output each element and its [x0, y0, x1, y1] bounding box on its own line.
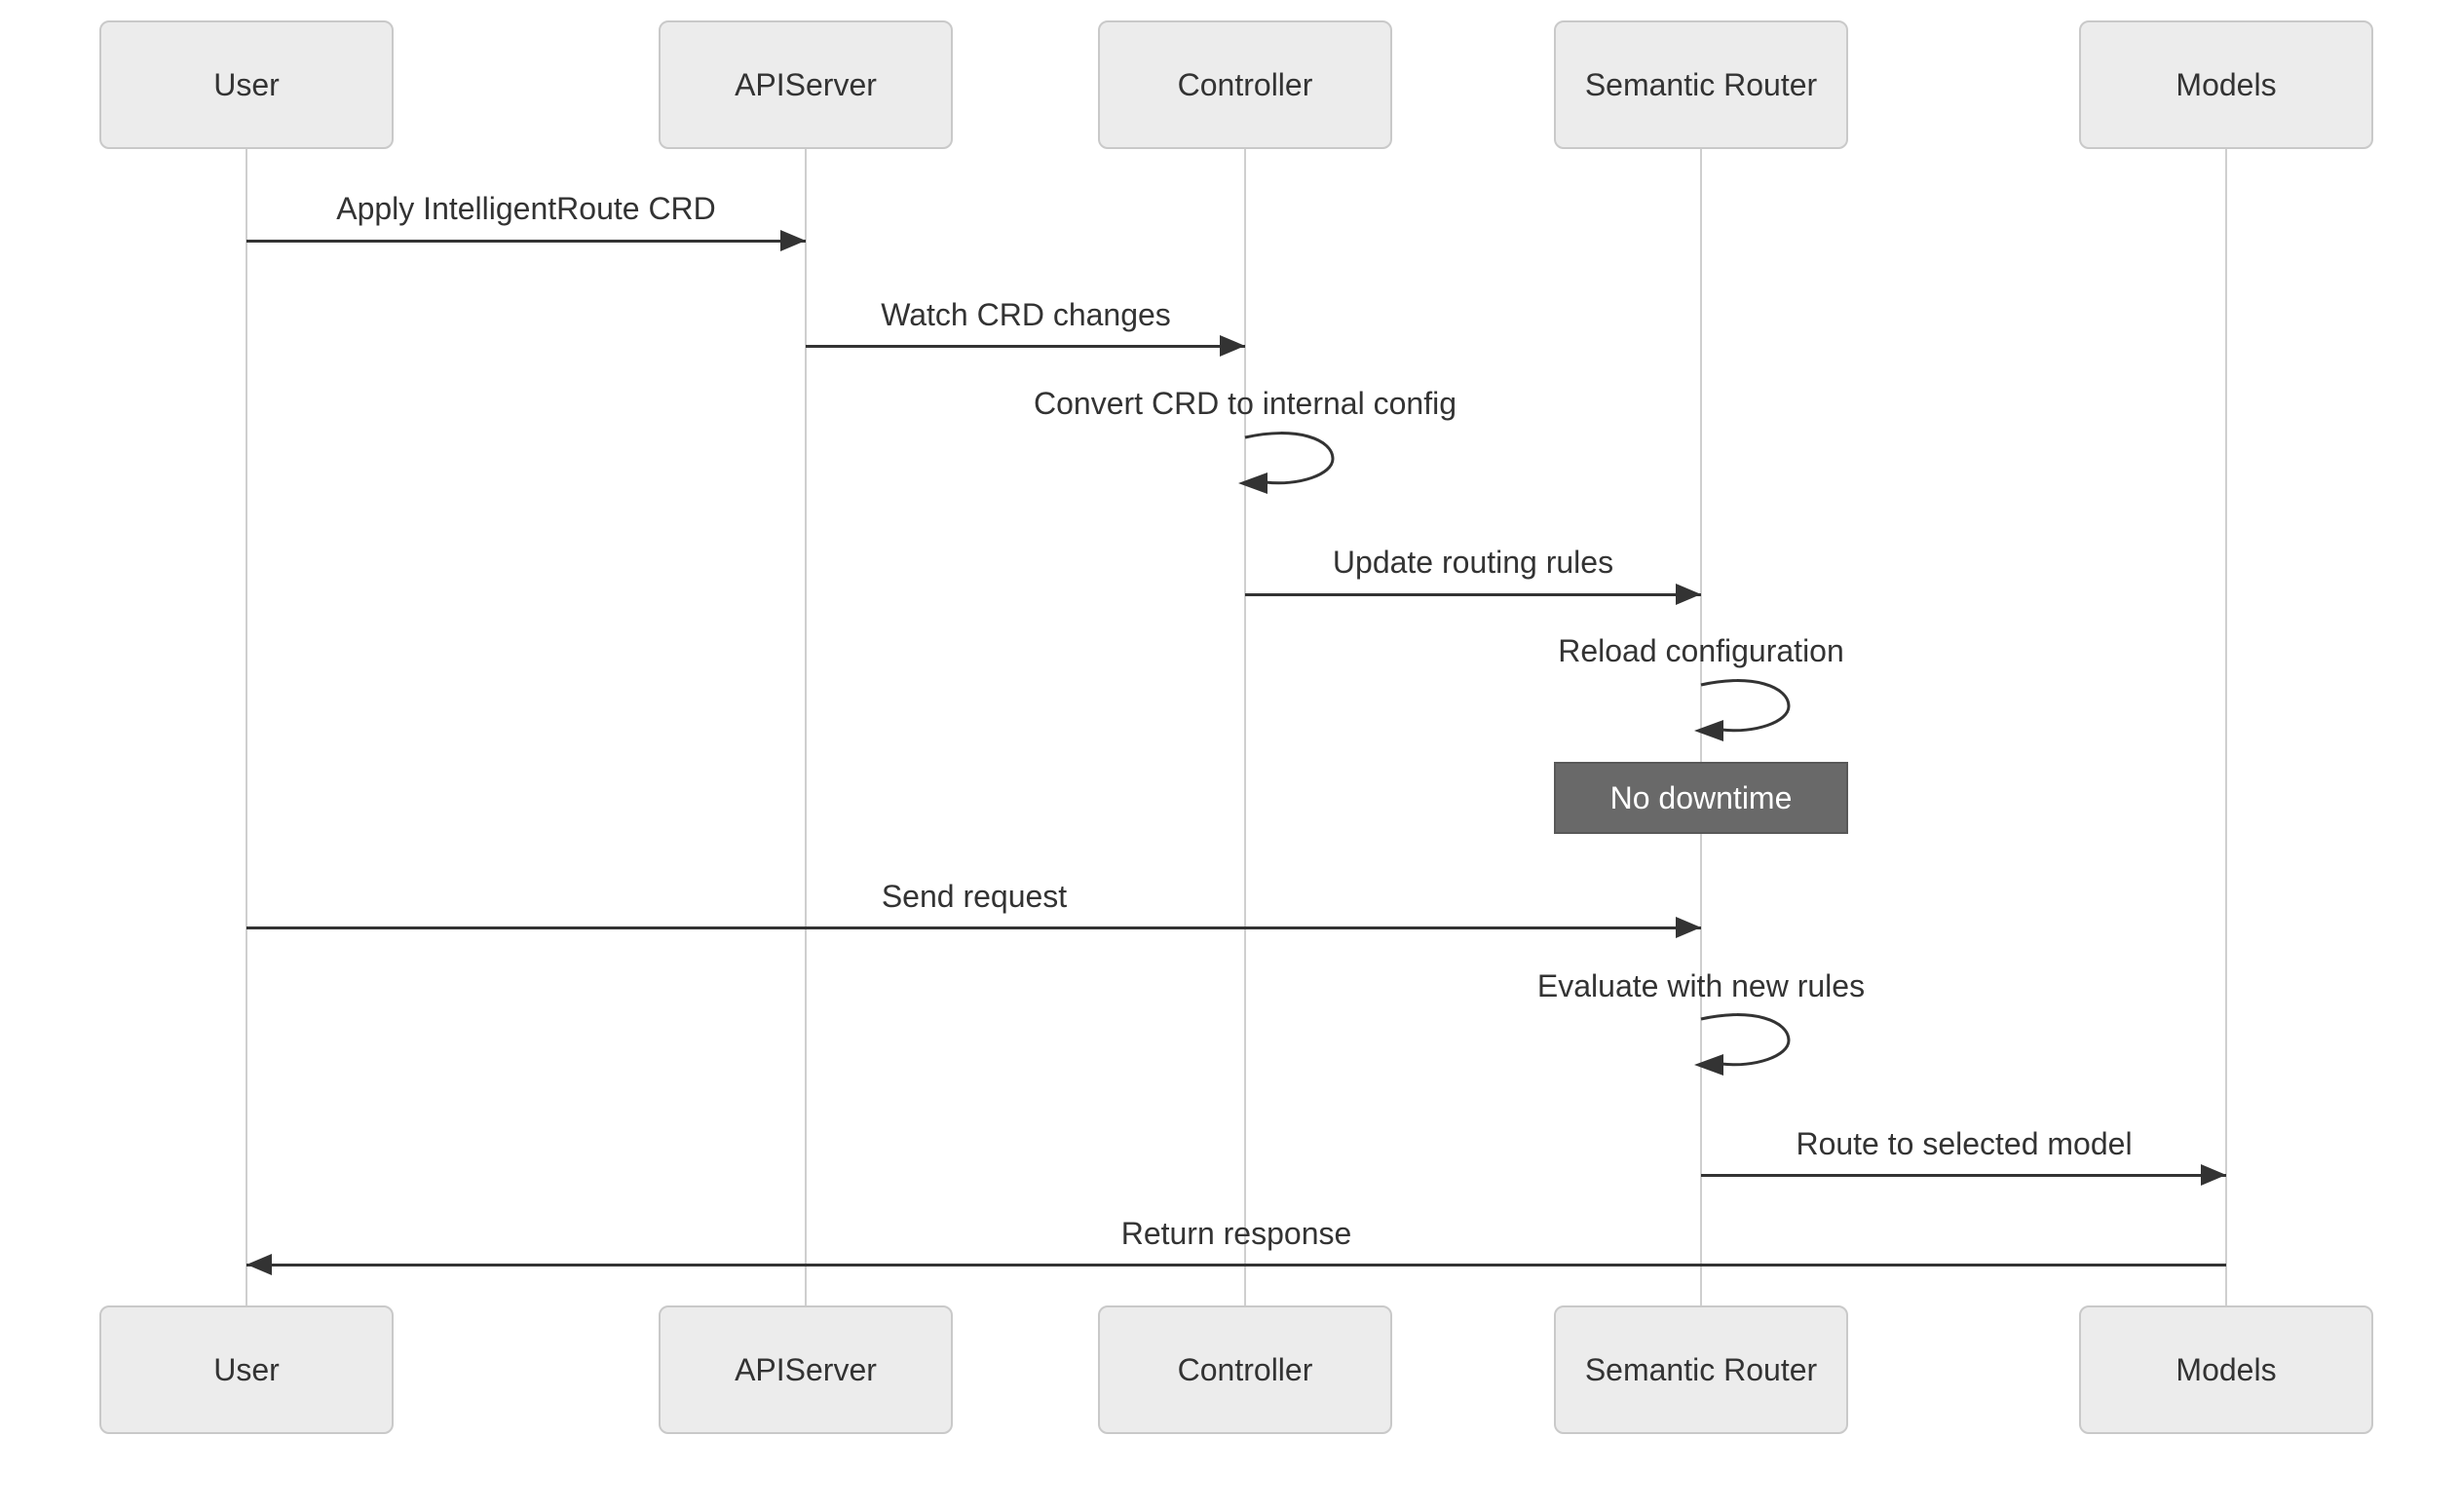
- actor-models-top-label: Models: [2175, 66, 2277, 102]
- note-no-downtime-text: No downtime: [1609, 779, 1793, 815]
- lifeline-semantic-router: [1700, 149, 1702, 1305]
- note-no-downtime: No downtime: [1554, 762, 1848, 834]
- message-convert-crd-label: Convert CRD to internal config: [1034, 386, 1456, 421]
- actor-apiserver-top: APIServer: [659, 20, 953, 149]
- message-reload-config-label: Reload configuration: [1558, 633, 1844, 668]
- lifeline-apiserver: [805, 149, 807, 1305]
- actor-semantic-router-bottom: Semantic Router: [1554, 1305, 1848, 1434]
- actor-apiserver-bottom: APIServer: [659, 1305, 953, 1434]
- actor-semantic-router-top-label: Semantic Router: [1584, 66, 1818, 102]
- arrowhead-right-icon: [780, 230, 806, 251]
- self-loop-controller-icon: [1238, 432, 1335, 494]
- arrowhead-left-icon: [246, 1254, 272, 1275]
- message-route-model-arrow: [1701, 1164, 2226, 1186]
- actor-controller-top-label: Controller: [1177, 66, 1313, 102]
- message-update-rules-arrow: [1245, 584, 1701, 605]
- actor-user-bottom: User: [99, 1305, 394, 1434]
- message-update-rules-label: Update routing rules: [1332, 545, 1614, 580]
- lifeline-models: [2225, 149, 2227, 1305]
- actor-controller-bottom: Controller: [1098, 1305, 1392, 1434]
- actor-apiserver-bottom-label: APIServer: [735, 1351, 877, 1387]
- actor-models-bottom: Models: [2079, 1305, 2373, 1434]
- actor-controller-top: Controller: [1098, 20, 1392, 149]
- message-send-request-label: Send request: [881, 879, 1068, 914]
- arrowhead-right-icon: [2201, 1164, 2226, 1186]
- message-return-response-label: Return response: [1120, 1216, 1352, 1251]
- arrowhead-right-icon: [1676, 584, 1701, 605]
- lifeline-user: [246, 149, 247, 1305]
- self-loop-semantic-router-icon: [1694, 679, 1791, 741]
- actor-controller-bottom-label: Controller: [1177, 1351, 1313, 1387]
- actor-user-top: User: [99, 20, 394, 149]
- actor-models-bottom-label: Models: [2175, 1351, 2277, 1387]
- actor-models-top: Models: [2079, 20, 2373, 149]
- message-send-request-arrow: [246, 917, 1701, 938]
- message-apply-crd-label: Apply IntelligentRoute CRD: [336, 191, 716, 226]
- arrowhead-right-icon: [1676, 917, 1701, 938]
- message-watch-crd-arrow: [806, 335, 1245, 357]
- lifeline-controller: [1244, 149, 1246, 1305]
- message-route-model-label: Route to selected model: [1796, 1126, 2133, 1161]
- message-evaluate-rules-label: Evaluate with new rules: [1536, 968, 1866, 1003]
- actor-user-bottom-label: User: [213, 1351, 280, 1387]
- actor-apiserver-top-label: APIServer: [735, 66, 877, 102]
- arrowhead-right-icon: [1220, 335, 1245, 357]
- actor-semantic-router-bottom-label: Semantic Router: [1584, 1351, 1818, 1387]
- message-apply-crd-arrow: [246, 230, 806, 251]
- message-watch-crd-label: Watch CRD changes: [881, 297, 1171, 332]
- actor-user-top-label: User: [213, 66, 280, 102]
- actor-semantic-router-top: Semantic Router: [1554, 20, 1848, 149]
- self-loop-semantic-router-icon: [1694, 1013, 1791, 1076]
- message-return-response-arrow: [246, 1254, 2226, 1275]
